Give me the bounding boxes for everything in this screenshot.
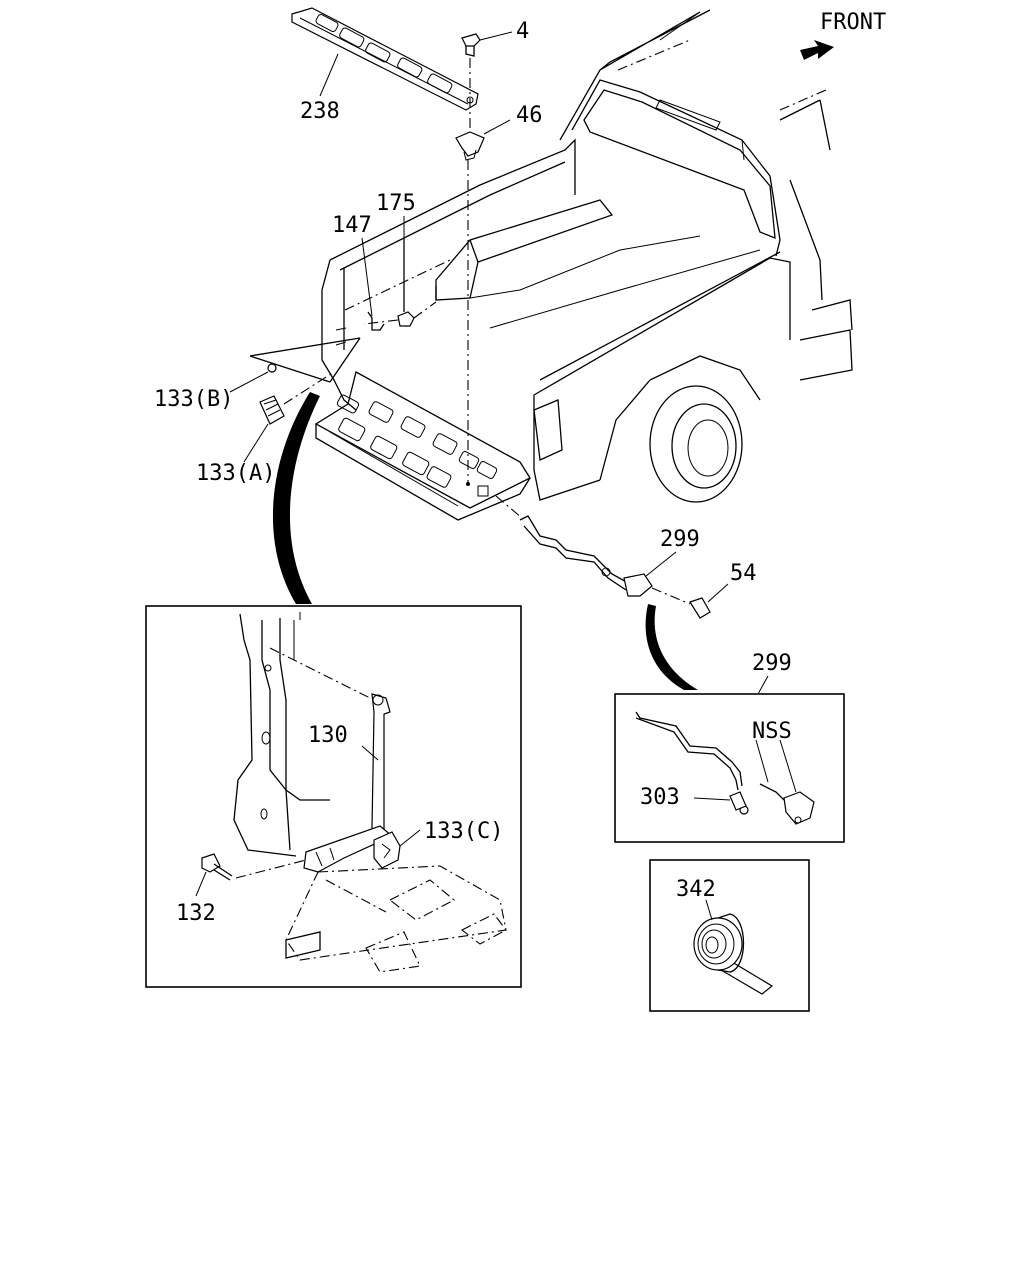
detail-arrow-left — [272, 392, 320, 604]
front-label: FRONT — [820, 10, 886, 35]
callout-54: 54 — [730, 561, 757, 586]
part-175-bolt: 175 — [376, 191, 416, 327]
detail-342-box: 342 — [649, 859, 810, 1012]
tailgate-cutouts — [336, 394, 498, 488]
callout-238: 238 — [300, 99, 340, 124]
callout-147: 147 — [332, 213, 372, 238]
callout-133a: 133(A) — [196, 461, 275, 486]
part-133c: 133(C) — [373, 819, 503, 869]
callout-175: 175 — [376, 191, 416, 216]
callout-133b: 133(B) — [154, 387, 233, 412]
part-133a: 133(A) — [196, 371, 335, 486]
part-130-stay: 130 — [269, 647, 394, 873]
callout-130: 130 — [308, 723, 348, 748]
part-54-bolt: 54 — [651, 561, 757, 619]
detail-299-title: 299 — [752, 651, 792, 676]
part-4-clip: 4 — [461, 19, 529, 57]
part-147-hook: 147 — [332, 213, 385, 331]
callout-342: 342 — [676, 877, 716, 902]
part-342-tape-roll — [693, 913, 774, 995]
callout-132: 132 — [176, 901, 216, 926]
detail-stay-box: 130 133(C) 132 — [145, 605, 522, 988]
part-238-protector: 238 — [291, 7, 479, 124]
front-indicator: FRONT — [800, 10, 886, 60]
part-133b: 133(B) — [154, 337, 361, 412]
callout-46: 46 — [516, 103, 543, 128]
label-nss: NSS — [752, 719, 792, 744]
callout-299-main: 299 — [660, 527, 700, 552]
front-arrow-icon — [800, 40, 834, 60]
detail-arrow-right — [645, 604, 698, 690]
part-46-nut: 46 — [455, 103, 543, 161]
part-132-bolt: 132 — [176, 853, 307, 926]
truck-bed — [314, 9, 853, 521]
callout-4: 4 — [516, 19, 529, 44]
part-299-rod-main: 299 — [495, 495, 700, 597]
detail-299-box: 299 303 NSS — [614, 651, 845, 843]
callout-133c: 133(C) — [424, 819, 503, 844]
callout-303: 303 — [640, 785, 680, 810]
